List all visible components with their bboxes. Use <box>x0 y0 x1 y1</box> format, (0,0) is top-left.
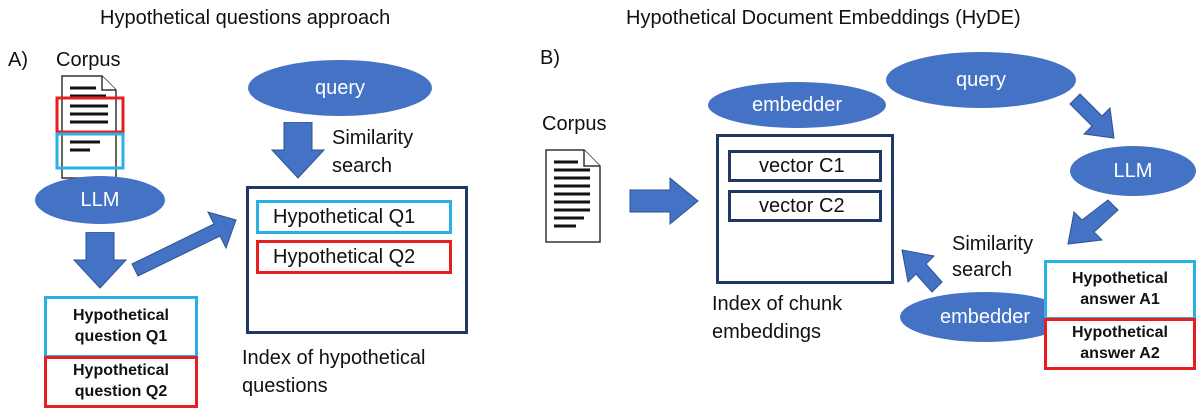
vector-c2-label: vector C2 <box>759 195 845 217</box>
right-panel-label: B) <box>540 47 560 69</box>
right-query-label: query <box>955 68 1007 91</box>
right-corpus-arrow-icon <box>629 176 699 226</box>
left-query-label: query <box>314 76 366 99</box>
ha1-line1: Hypothetical <box>1071 270 1168 288</box>
right-corpus-document-icon <box>545 149 601 243</box>
left-index-item-q1: Hypothetical Q1 <box>256 200 452 234</box>
right-corpus-label: Corpus <box>542 113 607 135</box>
right-index-caption-line2: embeddings <box>712 321 821 343</box>
left-query-down-arrow-icon <box>270 122 326 179</box>
right-llm-oval: LLM <box>1070 146 1196 196</box>
ha2-line2: answer A2 <box>1080 345 1160 362</box>
left-diagonal-arrow-icon <box>131 211 237 277</box>
hypothetical-answer-a2-box: Hypothetical answer A2 <box>1044 318 1196 370</box>
right-embedder-bottom-oval: embedder <box>900 292 1070 342</box>
red-chunk-highlight <box>55 96 125 134</box>
left-llm-oval: LLM <box>35 176 165 224</box>
right-embedder-index-arrow-icon <box>901 249 943 293</box>
left-query-oval: query <box>248 60 432 116</box>
hypothetical-answer-a1-box: Hypothetical answer A1 <box>1044 260 1196 320</box>
left-index-caption-line1: Index of hypothetical <box>242 347 426 369</box>
right-llm-label: LLM <box>1113 159 1153 182</box>
left-llm-down-arrow-icon <box>72 232 128 289</box>
hq2-line1: Hypothetical <box>72 362 169 380</box>
vector-c2-box: vector C2 <box>728 190 882 222</box>
vector-c1-box: vector C1 <box>728 150 882 182</box>
left-similarity-line1: Similarity <box>332 127 414 149</box>
right-query-llm-arrow-icon <box>1069 93 1115 139</box>
right-embedder-top-oval: embedder <box>708 82 886 128</box>
left-index-caption-line2: questions <box>242 375 328 397</box>
hypothetical-question-q1-box: Hypothetical question Q1 <box>44 296 198 358</box>
ha2-line1: Hypothetical <box>1071 324 1168 342</box>
right-similarity-line1: Similarity <box>952 233 1034 255</box>
left-index-item-q1-label: Hypothetical Q1 <box>273 206 416 228</box>
right-title: Hypothetical Document Embeddings (HyDE) <box>626 7 1021 29</box>
left-corpus-label: Corpus <box>56 49 121 71</box>
right-llm-answer-arrow-icon <box>1067 199 1119 245</box>
left-panel-label: A) <box>8 49 28 71</box>
left-llm-label: LLM <box>80 188 120 211</box>
left-title: Hypothetical questions approach <box>100 7 391 29</box>
left-index-item-q2-label: Hypothetical Q2 <box>273 246 416 268</box>
right-query-oval: query <box>886 52 1076 108</box>
left-similarity-line2: search <box>332 155 393 177</box>
vector-c1-label: vector C1 <box>759 155 845 177</box>
right-embedder-bottom-label: embedder <box>939 305 1031 328</box>
right-index-caption-line1: Index of chunk <box>712 293 843 315</box>
ha1-line2: answer A1 <box>1080 291 1160 308</box>
hypothetical-question-q2-box: Hypothetical question Q2 <box>44 356 198 408</box>
left-corpus-document-icon <box>55 75 125 179</box>
hq2-line2: question Q2 <box>74 383 168 400</box>
cyan-chunk-highlight <box>55 132 125 170</box>
hq1-line2: question Q1 <box>74 328 168 345</box>
hq1-line1: Hypothetical <box>72 307 169 325</box>
right-similarity-line2: search <box>952 259 1013 281</box>
right-embedder-top-label: embedder <box>751 93 843 116</box>
left-index-item-q2: Hypothetical Q2 <box>256 240 452 274</box>
